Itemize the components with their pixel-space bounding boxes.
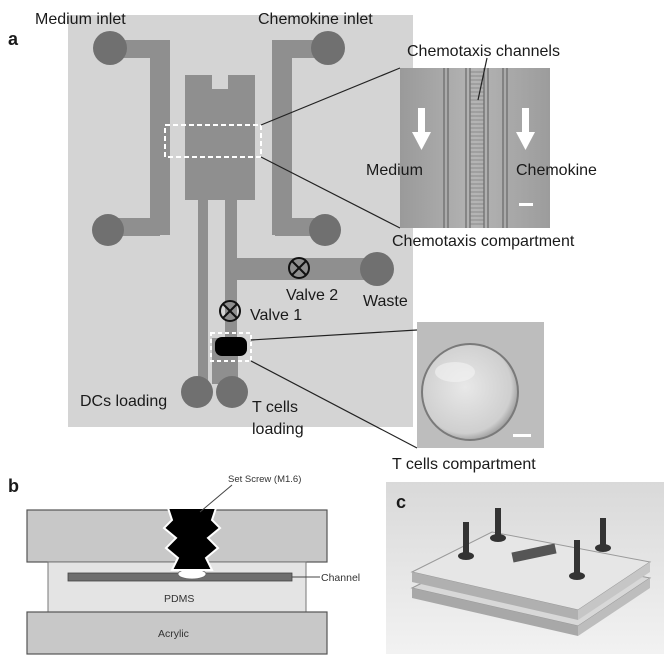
set-screw-pointer bbox=[199, 484, 233, 513]
panel-label-c: c bbox=[396, 492, 406, 512]
valve-2-icon bbox=[288, 257, 310, 279]
device-photo bbox=[410, 508, 652, 636]
bottom-acrylic-plate bbox=[26, 611, 328, 655]
label-t-cells-loading-1: T cells bbox=[252, 399, 298, 416]
right-mid-port bbox=[309, 214, 341, 246]
chemotaxis-selection-box bbox=[164, 124, 262, 158]
panel-label-b: b bbox=[8, 476, 19, 496]
ports bbox=[92, 31, 394, 408]
label-t-cells-loading-2: loading bbox=[252, 421, 304, 438]
label-chemokine: Chemokine bbox=[516, 162, 597, 179]
t-cells-selection-box bbox=[210, 332, 252, 362]
panel-label-a: a bbox=[8, 29, 19, 49]
chemokine-arrow-icon bbox=[516, 108, 535, 150]
label-acrylic: Acrylic bbox=[158, 628, 189, 640]
medium-arrow-icon bbox=[412, 108, 431, 150]
label-chemotaxis-channels: Chemotaxis channels bbox=[407, 43, 560, 60]
left-mid-port bbox=[92, 214, 124, 246]
label-medium-inlet: Medium inlet bbox=[35, 11, 126, 28]
t-cells-chamber bbox=[215, 337, 247, 356]
dcs-loading-port bbox=[181, 376, 213, 408]
label-channel: Channel bbox=[321, 572, 360, 584]
label-waste: Waste bbox=[363, 293, 408, 310]
chemotaxis-channels-pointer bbox=[477, 57, 488, 101]
set-screw-icon bbox=[162, 507, 222, 571]
valve-1-icon bbox=[219, 300, 241, 322]
medium-inlet-port bbox=[93, 31, 127, 65]
t-cells-micrograph bbox=[417, 322, 544, 448]
label-valve-2: Valve 2 bbox=[286, 287, 338, 304]
label-medium: Medium bbox=[366, 162, 423, 179]
panel-c: c bbox=[386, 482, 664, 654]
label-set-screw: Set Screw (M1.6) bbox=[228, 474, 301, 485]
scale-bar bbox=[519, 203, 533, 206]
label-chemokine-inlet: Chemokine inlet bbox=[258, 11, 373, 28]
label-valve-1: Valve 1 bbox=[250, 307, 302, 324]
label-chemotaxis-compartment: Chemotaxis compartment bbox=[392, 233, 575, 250]
label-dcs-loading: DCs loading bbox=[80, 393, 167, 410]
central-notch bbox=[212, 75, 228, 89]
zoom-lines bbox=[250, 67, 418, 449]
label-pdms: PDMS bbox=[164, 593, 194, 605]
t-cells-loading-port bbox=[216, 376, 248, 408]
scale-bar bbox=[513, 434, 531, 437]
chemokine-inlet-port bbox=[311, 31, 345, 65]
panel-a: a Medium inlet Chemokine inlet Chemotaxi… bbox=[8, 11, 597, 473]
label-t-cells-compartment: T cells compartment bbox=[392, 456, 536, 473]
waste-port bbox=[360, 252, 394, 286]
panel-b: b Set Screw (M1.6) Channel PDMS Acrylic bbox=[8, 474, 360, 655]
